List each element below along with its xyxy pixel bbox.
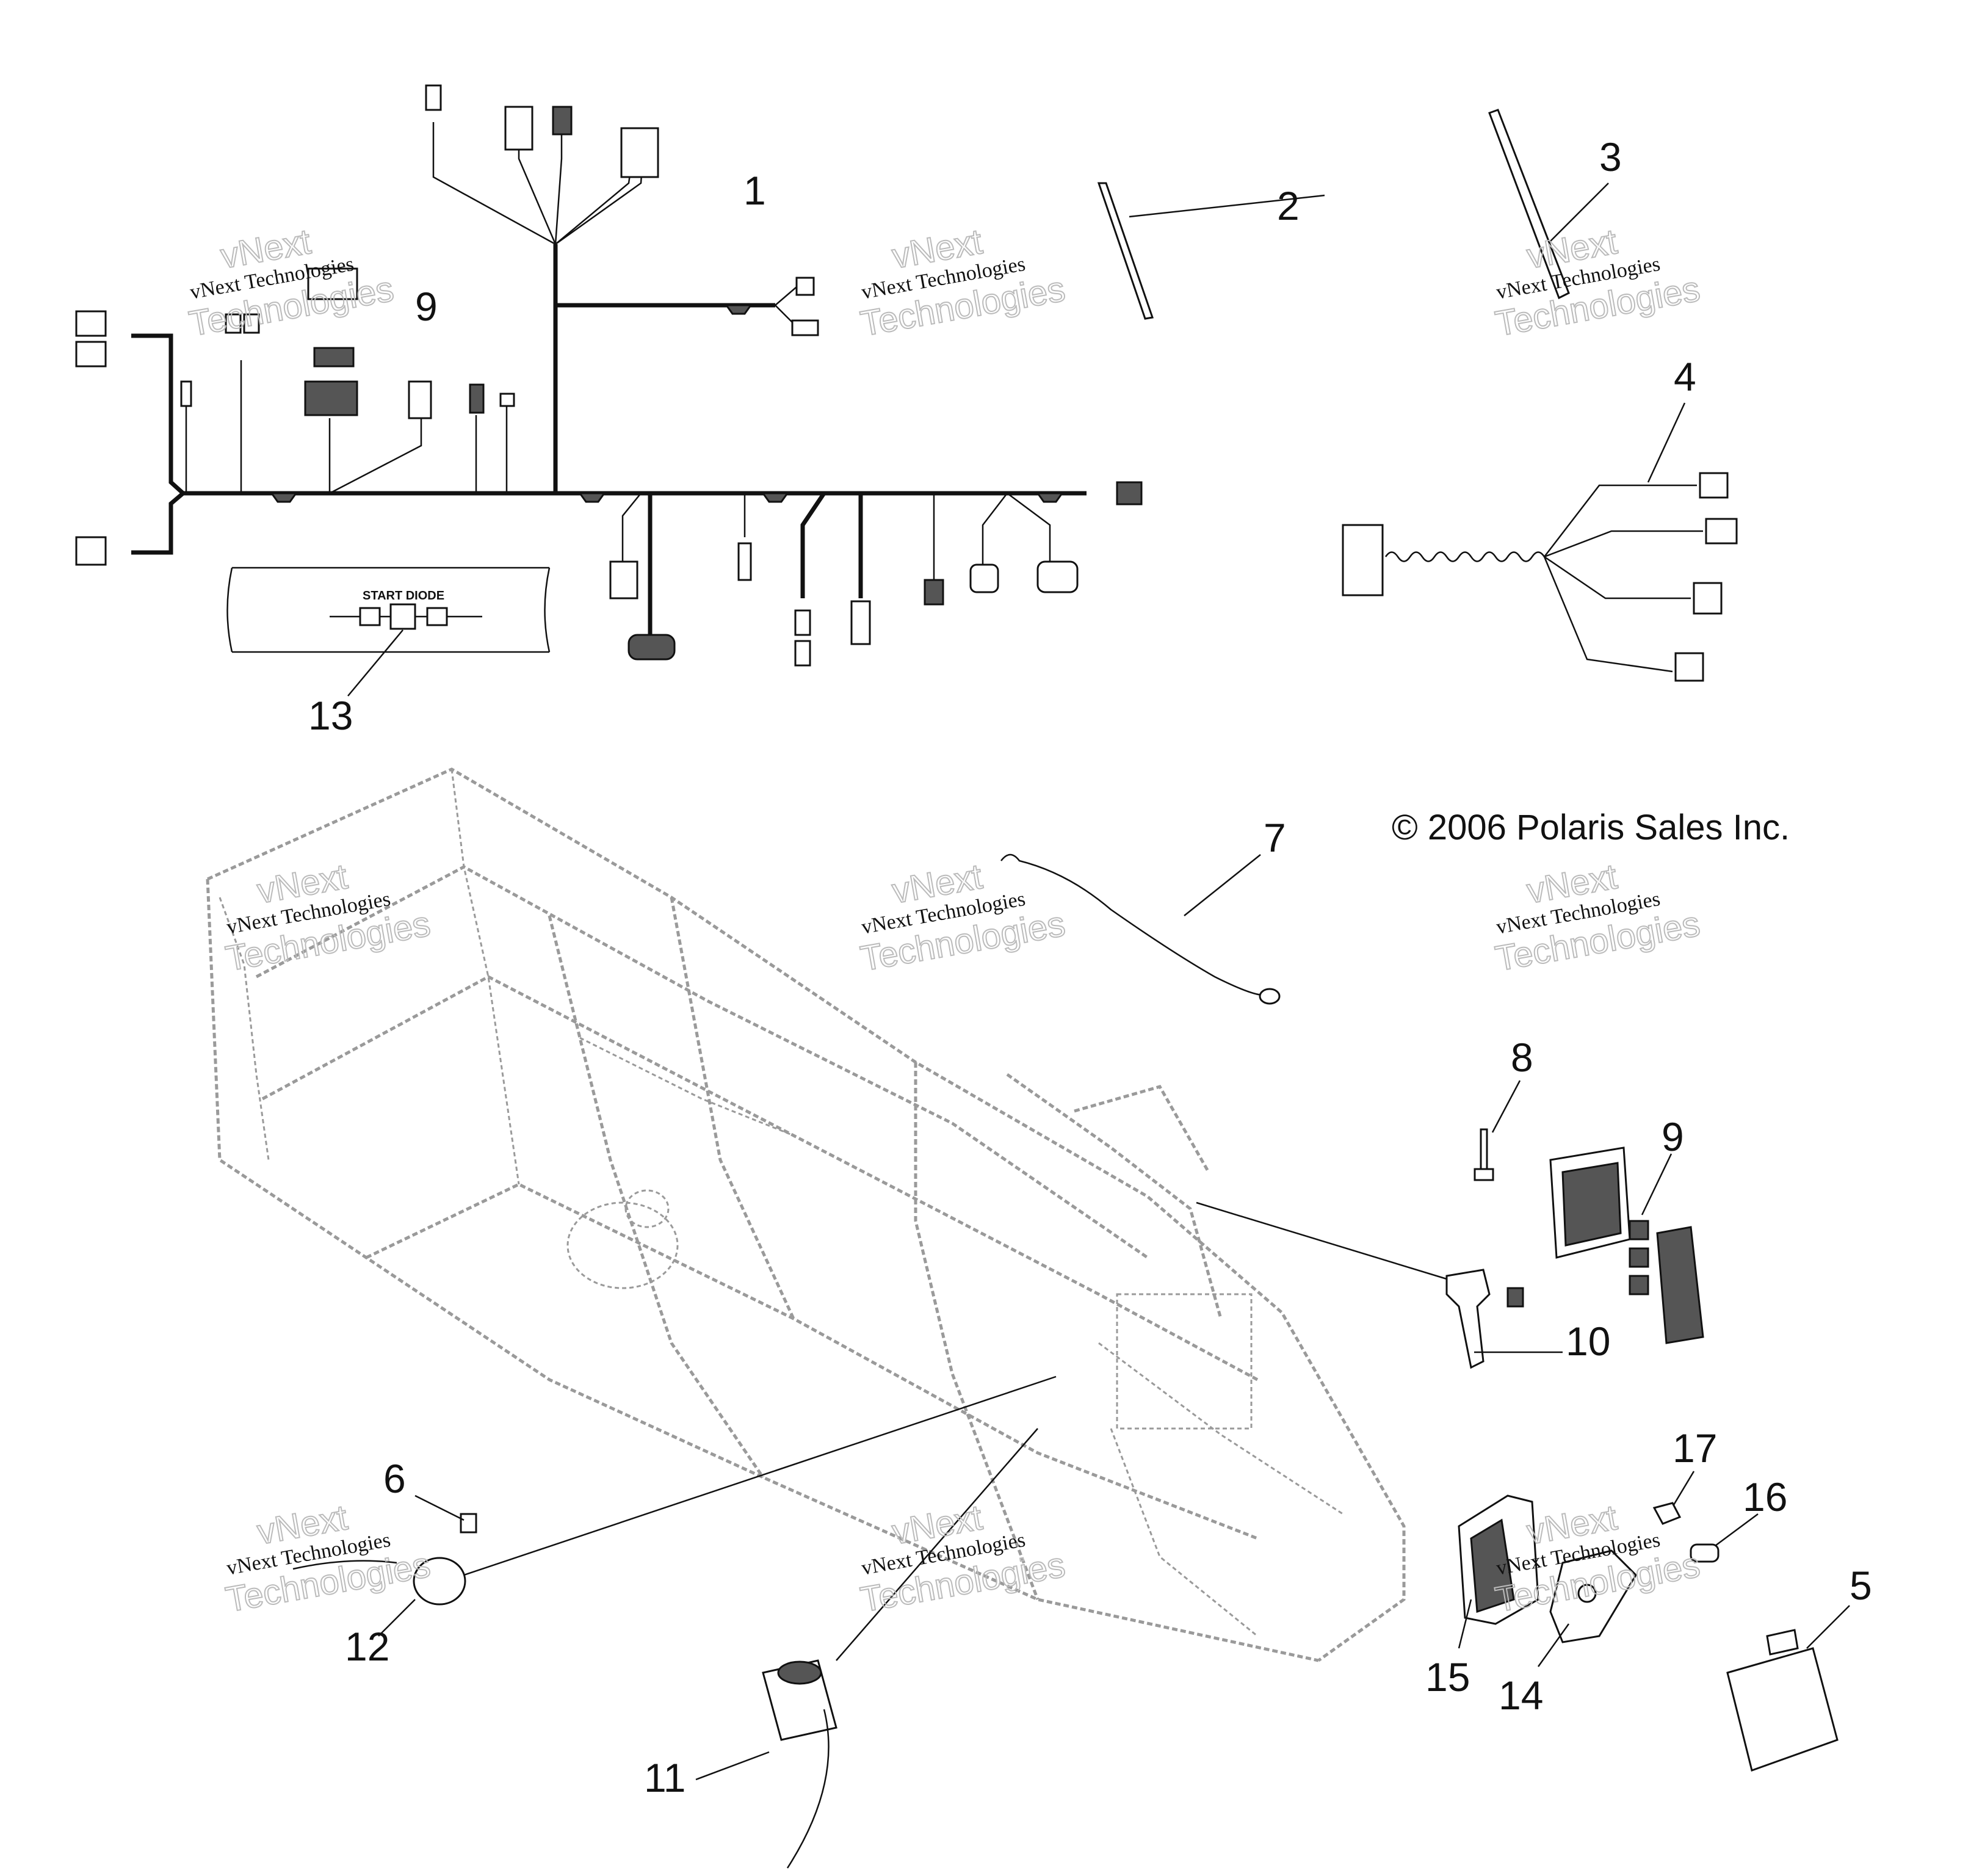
harness-connector (552, 106, 573, 136)
bolt (414, 1494, 477, 1534)
callout-3: 3 (1599, 134, 1622, 179)
harness-connector (1705, 518, 1738, 545)
callout-13: 13 (308, 693, 353, 738)
callout-9-harness: 9 (415, 284, 438, 329)
harness-connector (1699, 472, 1729, 499)
callout-7: 7 (1264, 815, 1286, 860)
harness-connector (225, 313, 242, 334)
ring-terminal-connector (425, 84, 442, 111)
cable-tie-long (1488, 109, 1609, 300)
harness-connector (850, 600, 871, 645)
harness-connector (1342, 524, 1384, 596)
harness-connector (243, 313, 260, 334)
harness-connector (304, 380, 358, 416)
nut (1652, 1471, 1695, 1525)
harness-connector (737, 542, 752, 581)
control-module (1549, 1146, 1631, 1259)
harness-connector (75, 536, 107, 566)
harness-connector (969, 563, 999, 593)
connector (426, 607, 448, 626)
harness-connector (620, 127, 659, 178)
screw (1474, 1080, 1521, 1181)
cdi-module (1726, 1605, 1850, 1772)
harness-connector (1693, 582, 1723, 615)
mounting-bracket (1196, 1201, 1563, 1369)
callout-10: 10 (1566, 1319, 1610, 1364)
fuse (313, 347, 355, 368)
callout-14: 14 (1499, 1673, 1543, 1718)
callout-16: 16 (1743, 1474, 1787, 1519)
callout-2: 2 (1277, 183, 1300, 228)
relay-fuse-block (1629, 1153, 1704, 1344)
copyright-notice: © 2006 Polaris Sales Inc. (1392, 808, 1790, 847)
mounting-plate (1537, 1549, 1637, 1667)
harness-connector (504, 106, 533, 151)
harness-connector (794, 609, 811, 636)
harness-connector (791, 319, 819, 336)
harness-connector (609, 560, 638, 599)
sub-harness (1342, 402, 1738, 682)
harness-connector (75, 310, 107, 337)
harness-connector (1674, 652, 1704, 682)
harness-connector (75, 341, 107, 368)
start-diode-label: START DIODE (363, 589, 444, 603)
start-diode-inset: START DIODE (226, 567, 551, 697)
callout-5: 5 (1850, 1563, 1872, 1608)
harness-connector (1036, 560, 1079, 593)
ground-cable (1000, 853, 1281, 1005)
starter-solenoid (695, 1428, 1038, 1869)
callout-15: 15 (1425, 1654, 1470, 1700)
harness-connector (794, 640, 811, 667)
main-wiring-harness (75, 84, 1143, 667)
callout-17: 17 (1673, 1425, 1717, 1471)
spacer (1690, 1513, 1759, 1563)
harness-connector (469, 383, 485, 414)
harness-connector (180, 380, 192, 407)
harness-connector (499, 393, 515, 407)
harness-connector (795, 277, 815, 296)
relay-block (307, 267, 358, 300)
callout-4: 4 (1674, 354, 1696, 399)
harness-connector (408, 380, 432, 419)
starter-solenoid-small (292, 1375, 1057, 1637)
connector (359, 607, 381, 626)
callout-9-module: 9 (1662, 1114, 1684, 1159)
vehicle-frame (206, 767, 1406, 1662)
watermarks: vNext vNext Technologies Technologies vN… (186, 221, 1704, 1620)
callout-6: 6 (383, 1456, 406, 1501)
start-diode (389, 603, 416, 630)
harness-clips (270, 304, 1064, 503)
harness-connector (924, 579, 944, 606)
harness-connector (627, 634, 676, 661)
callout-numbers: 1 2 3 4 5 6 7 8 9 9 10 11 12 13 14 15 16… (308, 134, 1872, 1800)
housing-bracket (1458, 1494, 1539, 1649)
cable-tie-short (1097, 182, 1325, 320)
callout-12: 12 (345, 1624, 389, 1669)
callout-1: 1 (743, 168, 766, 213)
callout-11: 11 (644, 1755, 686, 1800)
callout-8: 8 (1511, 1035, 1533, 1080)
harness-connector (1116, 481, 1143, 505)
